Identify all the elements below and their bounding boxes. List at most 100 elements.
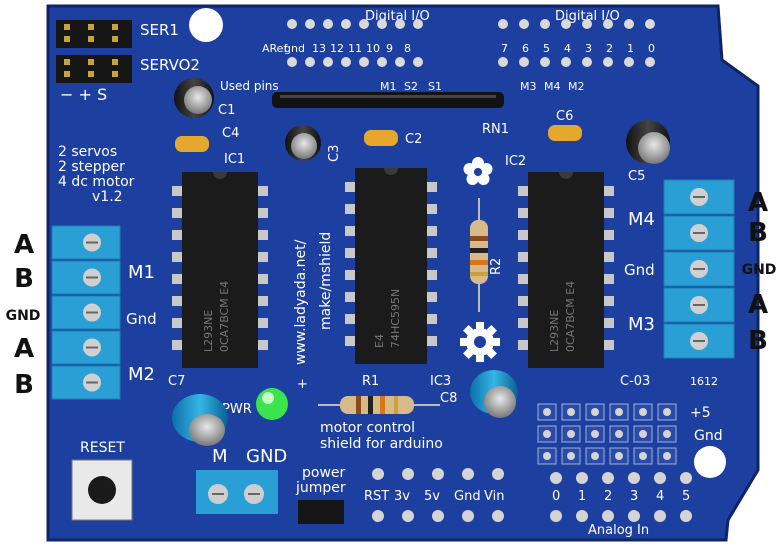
header-pad [680, 510, 692, 522]
header-pad [498, 19, 508, 29]
header-pin [88, 24, 94, 30]
header-pad [492, 468, 504, 480]
ic-pin [172, 296, 184, 306]
header-pad [305, 57, 315, 67]
plus5-label: +5 [690, 405, 711, 421]
gnd-right-term-label: Gnd [624, 261, 655, 279]
header-pad [624, 19, 634, 29]
ic-pin [345, 182, 357, 192]
feature-line: 4 dc motor [58, 174, 135, 190]
used-pin-label: M4 [544, 80, 561, 93]
ic-pin [256, 252, 268, 262]
c2-label: C2 [405, 132, 422, 147]
header-pad [680, 472, 692, 484]
ic-pin [518, 208, 530, 218]
servo2-label: SERVO2 [140, 56, 200, 74]
grid-pad-hole [567, 430, 575, 438]
ic-pin [345, 248, 357, 258]
grid-pad-hole [663, 452, 671, 460]
header-pad [432, 468, 444, 480]
power-jumper[interactable] [298, 500, 344, 524]
analog-pin-label: 0 [552, 489, 560, 504]
analog-pin-label: 3 [630, 489, 638, 504]
header-pad [519, 57, 529, 67]
ic-pin [345, 314, 357, 324]
power-pin-label: Vin [484, 489, 504, 504]
grid-pad-hole [567, 452, 575, 460]
header-pad [602, 472, 614, 484]
ic-body [182, 172, 258, 368]
header-pad [582, 57, 592, 67]
header-pad [603, 57, 613, 67]
c5-label: C5 [628, 169, 645, 184]
icsp-pad-grid [537, 403, 677, 465]
right-annotation-b2: B [748, 326, 768, 356]
ic-pin [602, 186, 614, 196]
ic-pin [172, 186, 184, 196]
header-pad [628, 510, 640, 522]
header-pin [64, 36, 70, 42]
ic-pin [518, 252, 530, 262]
ic-marking: 74HC595N [389, 289, 402, 348]
ic1-label: IC1 [224, 152, 245, 167]
grid-pad-hole [663, 408, 671, 416]
power-pin-label: 3v [394, 489, 410, 504]
analog-pin-label: 5 [682, 489, 690, 504]
ic-marking: 0CA7BCM E4 [564, 281, 577, 352]
reset-button[interactable] [71, 459, 133, 521]
power-jumper-label-1: power [302, 465, 346, 481]
digital-pin-label: 5 [543, 42, 550, 55]
open-hardware-gear-icon [460, 322, 500, 362]
digital-pin-label: 7 [501, 42, 508, 55]
header-pad [540, 57, 550, 67]
header-pad [645, 19, 655, 29]
grid-pad-hole [543, 430, 551, 438]
used-pin-label: M1 [380, 80, 397, 93]
header-pad [359, 57, 369, 67]
url-text-2: make/mshield [318, 232, 334, 330]
header-pad [341, 19, 351, 29]
header-pad [561, 19, 571, 29]
header-pin [88, 36, 94, 42]
header-pin [64, 71, 70, 77]
electrolytic-cap-c1 [174, 78, 214, 118]
digital-pin-label: 4 [564, 42, 571, 55]
header-pad [602, 510, 614, 522]
header-pad [372, 510, 384, 522]
electrolytic-cap-c8 [470, 370, 518, 418]
header-pad [377, 57, 387, 67]
ic-pin [256, 208, 268, 218]
header-pad [576, 510, 588, 522]
c3-label: C3 [327, 145, 342, 162]
header-pad [395, 19, 405, 29]
left-annotation-b2: B [14, 370, 34, 400]
ic-pin [172, 318, 184, 328]
ic-pin [602, 296, 614, 306]
servo-headers [56, 20, 132, 83]
power-pin-label: RST [364, 489, 389, 504]
header-pad [402, 510, 414, 522]
digital-pin-label: 2 [606, 42, 613, 55]
left-annotation-b1: B [14, 264, 34, 294]
ic-notch [384, 168, 398, 175]
header-pad [341, 57, 351, 67]
ic-pin [425, 336, 437, 346]
grid-pad-hole [615, 430, 623, 438]
used-pins-label: Used pins [220, 79, 279, 93]
analog-pin-label: 1 [578, 489, 586, 504]
ic-pin [602, 230, 614, 240]
header-pin [112, 36, 118, 42]
header-pad [462, 468, 474, 480]
ext-gnd-label: GND [246, 446, 287, 467]
header-pin [112, 71, 118, 77]
rn1-highlight [280, 95, 496, 98]
header-pad [305, 19, 315, 29]
grid-pad-hole [639, 430, 647, 438]
r2-label: R2 [489, 258, 504, 275]
header-pad [519, 19, 529, 29]
ic2-label: IC2 [505, 154, 526, 169]
mounting-hole [189, 8, 223, 42]
digital-pin-label: 8 [404, 42, 411, 55]
